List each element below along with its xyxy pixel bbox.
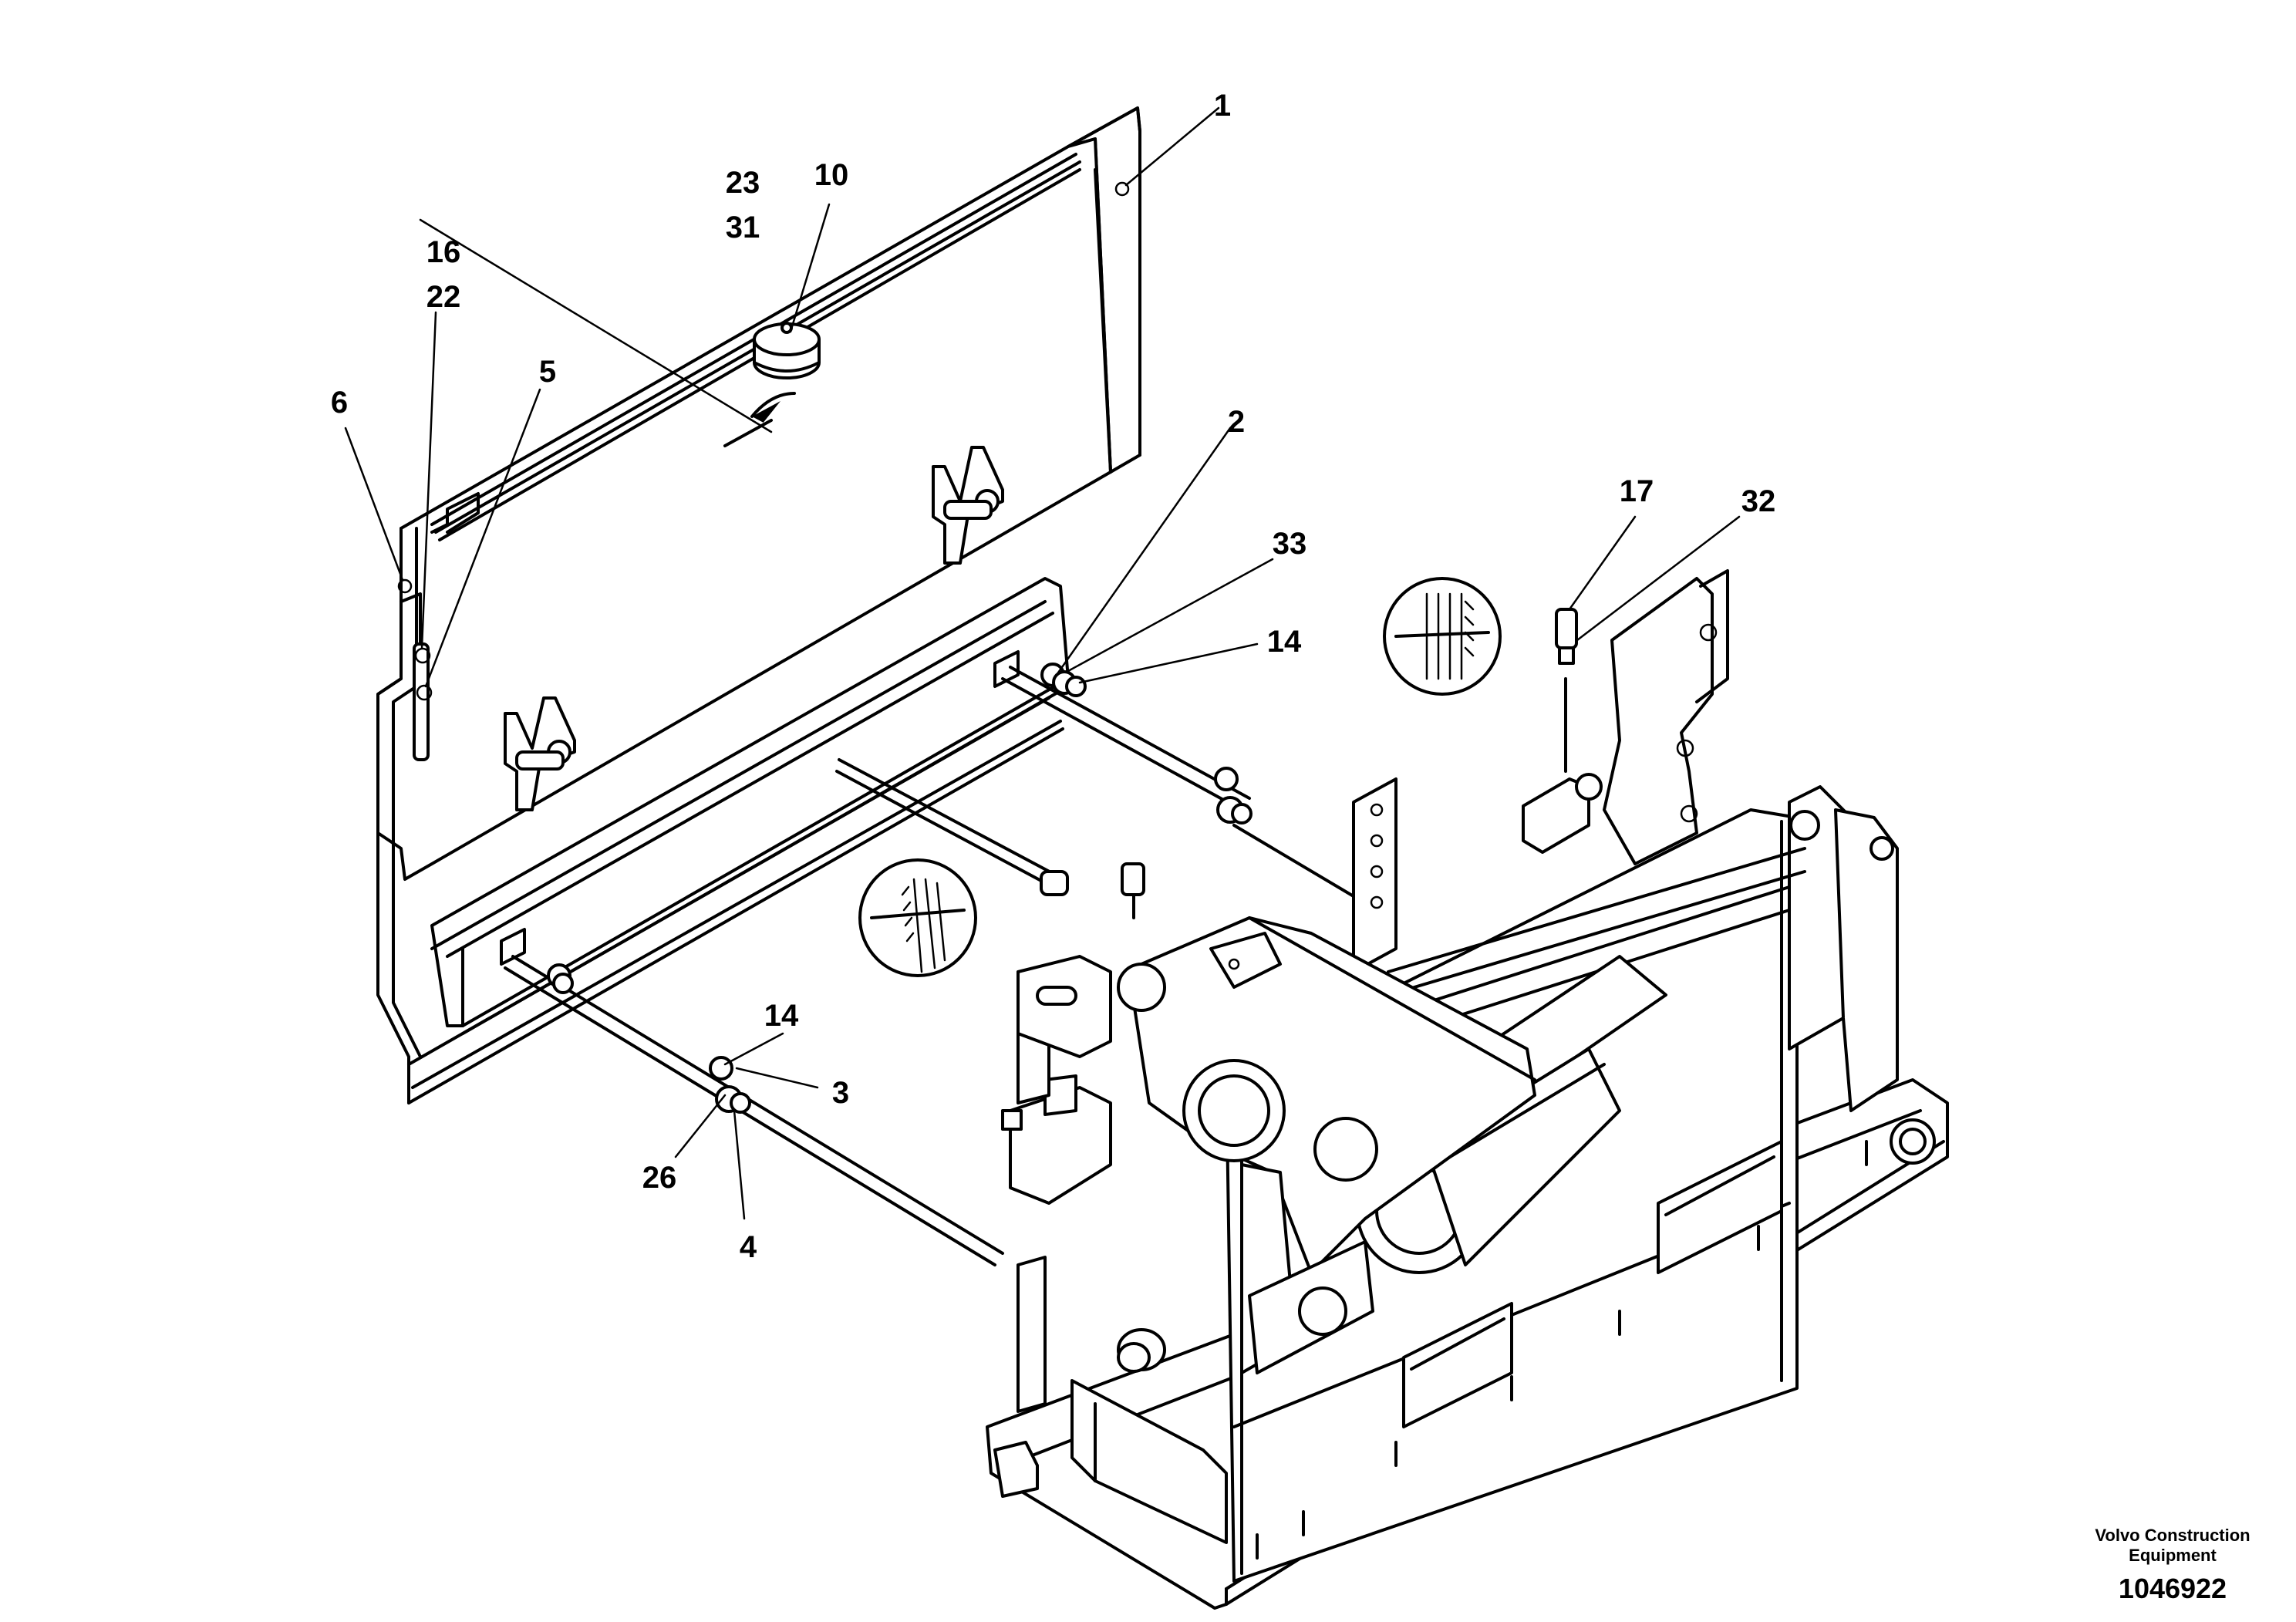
callout-31: 31 — [726, 211, 760, 244]
detail-circle-left — [858, 858, 977, 977]
callout-3: 3 — [832, 1076, 849, 1110]
company-name-line1: Volvo Construction — [2095, 1526, 2250, 1545]
callout-1: 1 — [1214, 89, 1231, 123]
callout-22: 22 — [426, 280, 461, 314]
callout-23: 23 — [726, 166, 760, 200]
leader-lines — [344, 106, 1741, 1220]
callout-33: 33 — [1273, 527, 1307, 561]
callout-14-upper: 14 — [1267, 625, 1302, 659]
callout-2: 2 — [1228, 405, 1245, 439]
callout-16: 16 — [426, 235, 461, 269]
company-name-line2: Equipment — [2129, 1546, 2217, 1565]
callout-26: 26 — [642, 1161, 677, 1195]
drawing-number: 1046922 — [2119, 1573, 2227, 1604]
callout-labels: 1 2 3 4 5 6 10 14 14 16 17 22 23 26 31 3… — [331, 89, 1775, 1264]
callout-17: 17 — [1620, 474, 1654, 508]
callout-32: 32 — [1741, 484, 1776, 518]
cover-panel — [376, 106, 1141, 1104]
callout-10: 10 — [814, 158, 849, 192]
callout-14-lower: 14 — [764, 999, 799, 1033]
callout-6: 6 — [331, 386, 348, 420]
callout-4: 4 — [740, 1230, 757, 1264]
branding-block: Volvo Construction Equipment 1046922 — [2095, 1526, 2250, 1604]
detail-circle-right — [1383, 577, 1502, 696]
callout-5: 5 — [539, 355, 556, 389]
frame-assembly — [986, 569, 1949, 1610]
